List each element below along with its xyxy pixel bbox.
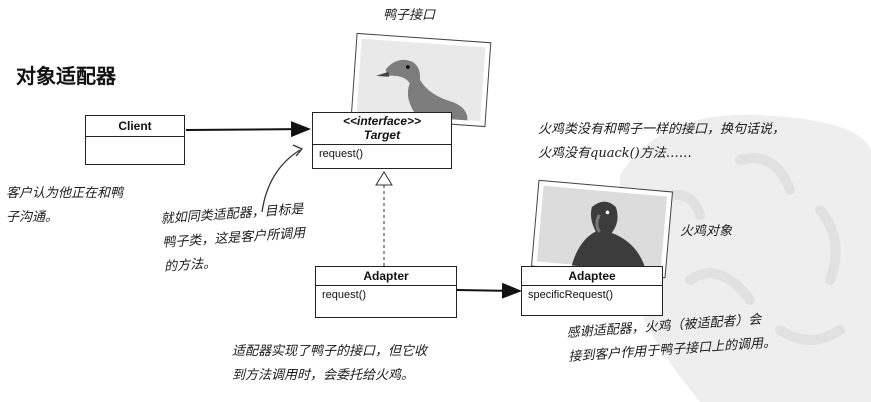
turkey-note-line: 火鸡类没有和鸭子一样的接口，换句话说， bbox=[538, 122, 786, 137]
client-note: 客户认为他正在和鸭 子沟通。 bbox=[6, 182, 123, 230]
client-class-name: Client bbox=[86, 116, 184, 137]
target-name: Target bbox=[363, 128, 401, 142]
watermark-seal bbox=[620, 114, 871, 402]
turkey-photo bbox=[530, 179, 674, 279]
adapter-note: 适配器实现了鸭子的接口，但它收 到方法调用时，会委托给火鸡。 bbox=[232, 340, 427, 388]
adaptee-class-name: Adaptee bbox=[522, 267, 662, 286]
client-note-line: 客户认为他正在和鸭 bbox=[6, 186, 124, 201]
page-title: 对象适配器 bbox=[16, 66, 116, 88]
adaptee-operation: specificRequest() bbox=[528, 289, 613, 301]
duck-photo bbox=[350, 32, 492, 128]
target-note: 就如同类适配器，目标是 鸭子类，这是客户所调用 的方法。 bbox=[160, 198, 308, 280]
client-note-line: 子沟通。 bbox=[6, 210, 59, 225]
realization-triangle bbox=[375, 171, 393, 186]
target-note-arrow bbox=[261, 149, 301, 213]
adapter-operation: request() bbox=[322, 289, 367, 301]
duck-caption: 鸭子接口 bbox=[383, 8, 436, 23]
adapter-adaptee-arrow bbox=[456, 282, 522, 299]
client-class: Client bbox=[85, 115, 185, 165]
target-operation: request() bbox=[319, 148, 364, 160]
client-target-arrow bbox=[185, 121, 311, 138]
target-interface: <<interface>> Target request() bbox=[312, 112, 452, 169]
adapter-note-line: 到方法调用时，会委托给火鸡。 bbox=[232, 368, 415, 383]
turkey-note: 火鸡类没有和鸭子一样的接口，换句话说， 火鸡没有quack()方法…… bbox=[538, 118, 785, 166]
target-stereotype: <<interface>> bbox=[342, 114, 422, 128]
adaptee-class: Adaptee specificRequest() bbox=[521, 266, 663, 316]
turkey-note-line: 火鸡没有quack()方法…… bbox=[538, 146, 692, 161]
adapter-class: Adapter request() bbox=[315, 266, 457, 318]
turkey-caption: 火鸡对象 bbox=[680, 224, 733, 239]
adapter-note-line: 适配器实现了鸭子的接口，但它收 bbox=[232, 344, 428, 359]
adapter-class-name: Adapter bbox=[316, 267, 456, 286]
target-header: <<interface>> Target bbox=[313, 113, 451, 145]
